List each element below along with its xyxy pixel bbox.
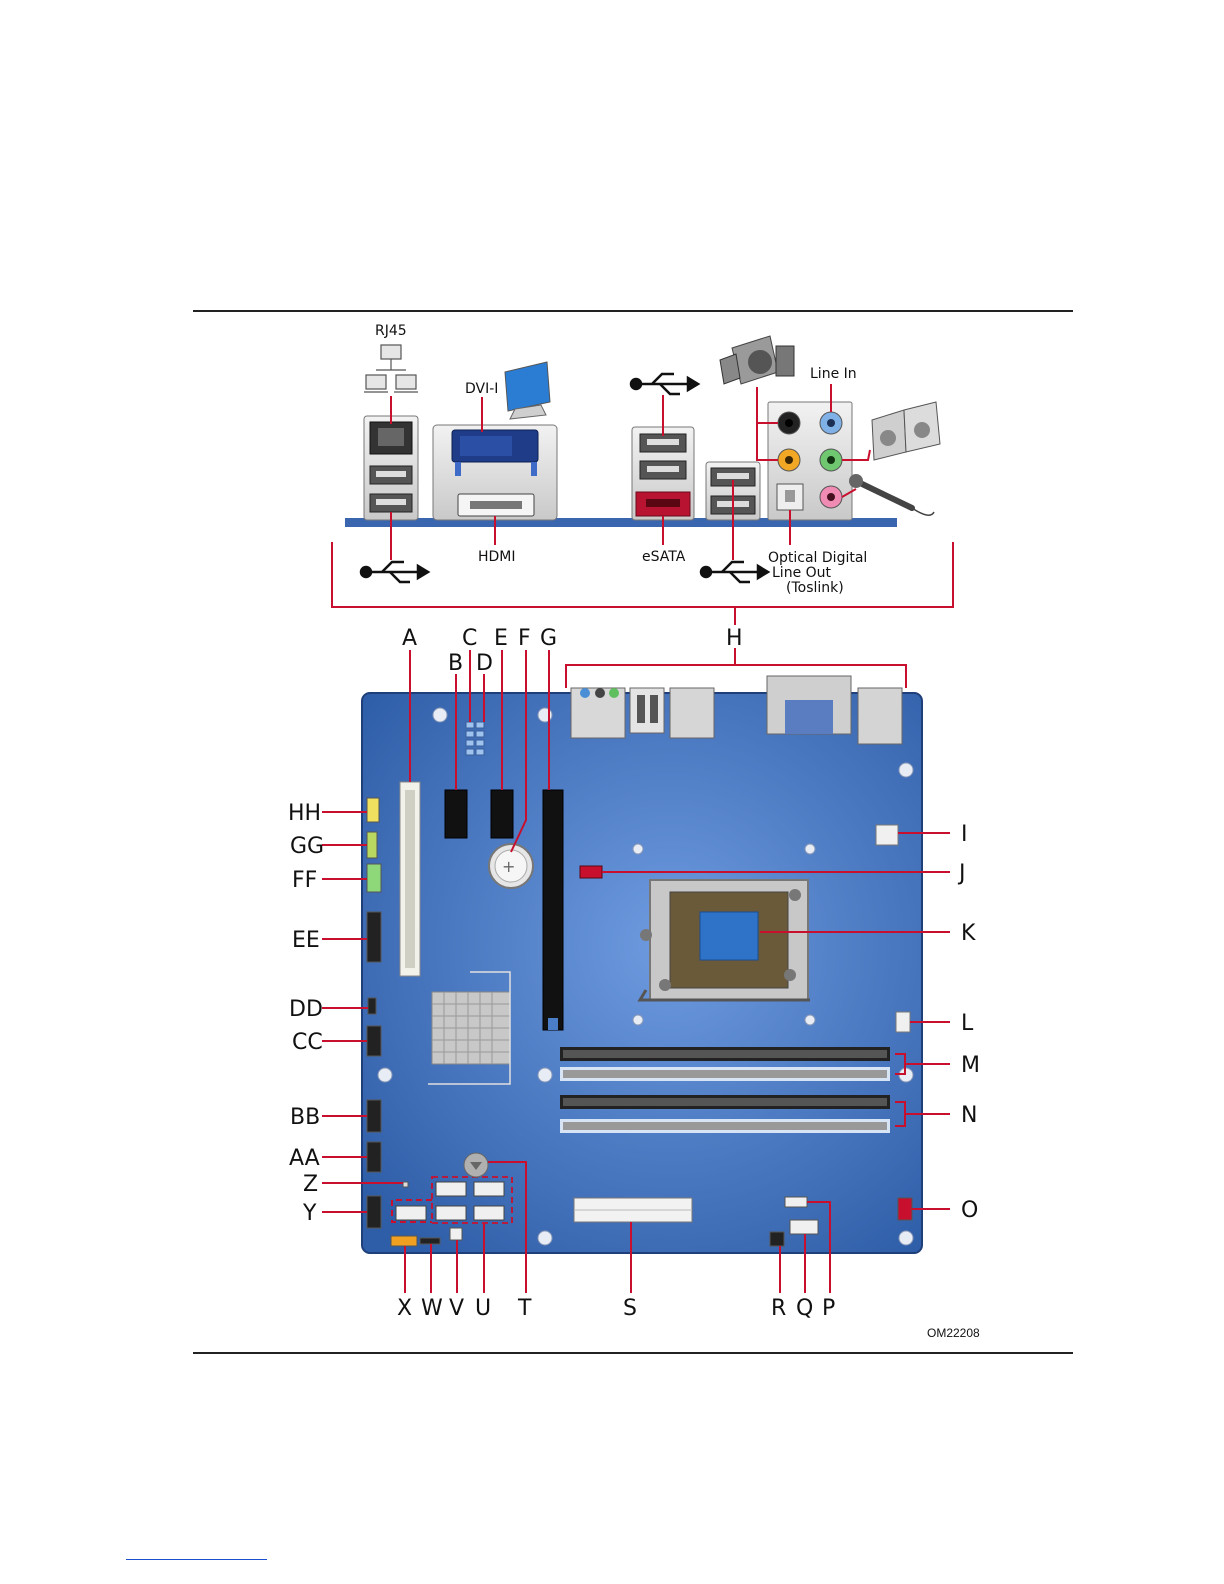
usb-icon (701, 562, 768, 582)
usb-icon (631, 374, 698, 394)
usb-icon (361, 562, 428, 582)
callout-label: FF (292, 868, 317, 893)
audio-panel (768, 402, 852, 520)
svg-text:+: + (502, 857, 515, 876)
callout-label: O (961, 1198, 978, 1223)
callout-label: P (822, 1296, 835, 1321)
callout-label: F (518, 626, 531, 651)
pcie-x1-slot (491, 790, 513, 838)
callout-letters-left: HH GG FF EE DD CC BB AA Z Y (288, 801, 324, 1226)
callout-label: J (957, 861, 966, 886)
fan-header (580, 866, 602, 878)
callout-label: Y (302, 1201, 317, 1226)
callout-label: DD (289, 997, 323, 1022)
microphone-icon (849, 474, 934, 515)
callout-letters-right: I J K L M N O (957, 822, 980, 1223)
callout-label: I (961, 822, 968, 847)
speakers-icon (872, 402, 940, 460)
figure-id: OM22208 (927, 1326, 980, 1340)
callout-label: N (961, 1103, 977, 1128)
rj45-label: RJ45 (375, 323, 407, 339)
fan-header (896, 1012, 910, 1032)
callout-bracket-h-board (566, 665, 906, 688)
back-panel-io: RJ45 DVI-I HDMI (332, 323, 953, 625)
processor-power-connector (876, 825, 898, 845)
callout-label: BB (290, 1105, 320, 1130)
callout-label: D (476, 651, 493, 676)
hdmi-label: HDMI (478, 549, 516, 565)
esata-label: eSATA (642, 549, 686, 565)
network-icon (364, 345, 418, 392)
callout-label: H (726, 626, 743, 651)
pcie-x1-slot (445, 790, 467, 838)
callout-label: E (494, 626, 508, 651)
callout-label: EE (292, 928, 320, 953)
callout-label: Q (796, 1296, 813, 1321)
callout-label: S (623, 1296, 637, 1321)
optical-label-3: (Toslink) (786, 580, 844, 596)
callout-label: R (771, 1296, 786, 1321)
callout-label: Z (303, 1172, 318, 1197)
callout-label: V (449, 1296, 464, 1321)
board-pcb (362, 693, 922, 1253)
callout-label: C (462, 626, 477, 651)
speaker-icon (720, 336, 794, 384)
callout-label: T (517, 1296, 532, 1321)
callout-label: GG (290, 834, 324, 859)
motherboard: + (362, 648, 922, 1253)
usb-esata-stack (632, 427, 694, 520)
callout-label: CC (292, 1030, 323, 1055)
callout-label: AA (289, 1146, 320, 1171)
callout-label: A (402, 626, 417, 651)
callout-letters-top: A B C D E F G H (402, 626, 743, 676)
line-in-label: Line In (810, 366, 857, 382)
callout-label: K (961, 921, 976, 946)
processor-socket (640, 880, 810, 1000)
callout-letters-bottom: X W V U T S R Q P (397, 1296, 835, 1321)
optical-label-1: Optical Digital (768, 550, 867, 566)
callout-label: G (540, 626, 557, 651)
dvi-hdmi-panel (433, 425, 557, 520)
callout-label: U (475, 1296, 491, 1321)
callout-label: B (448, 651, 463, 676)
callout-label: W (421, 1296, 443, 1321)
optical-label-2: Line Out (772, 565, 832, 581)
pcie-x16-slot (543, 790, 563, 1030)
callout-label: L (961, 1011, 974, 1036)
callout-label: M (961, 1053, 980, 1078)
callout-label: HH (288, 801, 321, 826)
callout-label: X (397, 1296, 412, 1321)
monitor-icon (505, 362, 550, 419)
rj45-usb-stack (364, 416, 418, 520)
dvi-label: DVI-I (465, 381, 498, 397)
